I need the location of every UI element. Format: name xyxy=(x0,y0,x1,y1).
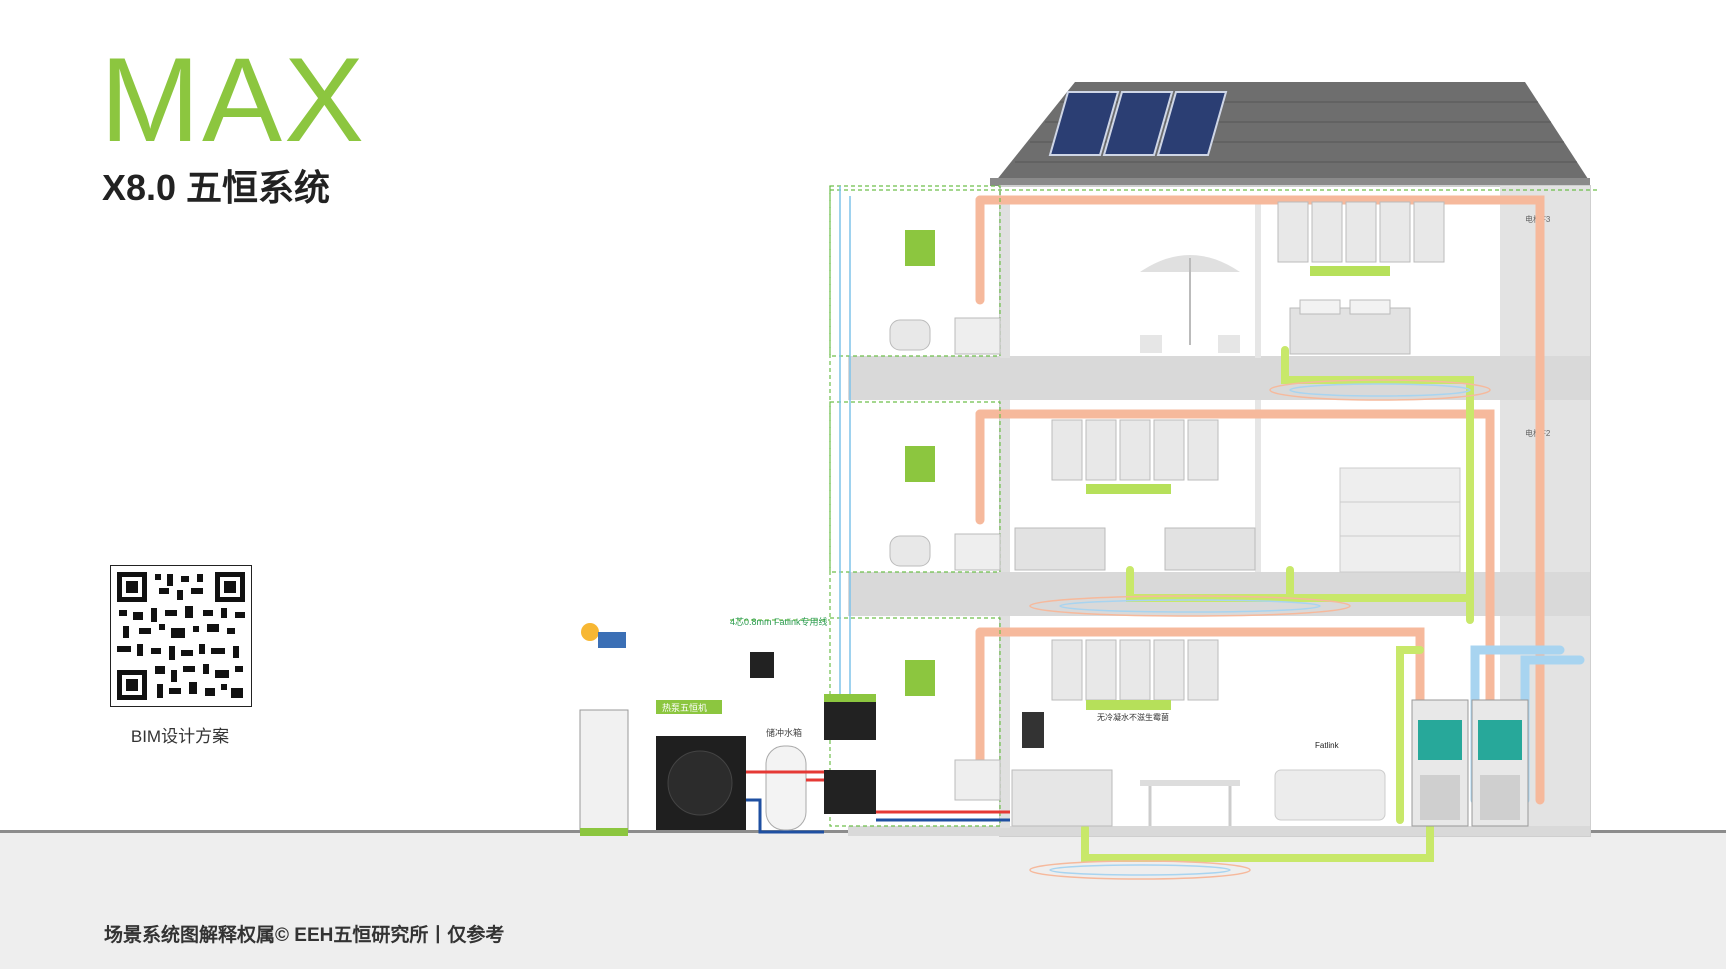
fresh-air-unit-1 xyxy=(1411,699,1469,827)
fatlink-brand-label: Fatlink xyxy=(1315,741,1340,750)
radiant-panels-f2 xyxy=(1051,419,1219,481)
radiant-panels-f1 xyxy=(1051,639,1219,701)
floor-coils xyxy=(1029,379,1491,880)
fresh-air-unit-2 xyxy=(1471,699,1529,827)
no-condensation-label: 无冷凝水不滋生霉菌 xyxy=(1097,712,1169,722)
qr-caption: BIM设计方案 xyxy=(130,727,230,746)
bathroom-f3 xyxy=(889,230,1001,355)
distribution-box-bottom xyxy=(824,770,876,814)
water-tank-label: 储冲水箱 xyxy=(766,727,802,738)
qr-code[interactable] xyxy=(110,565,252,707)
beds-f2 xyxy=(1014,527,1256,571)
heat-pump-label: 热泵五恒机 xyxy=(662,702,707,713)
dining-f1 xyxy=(1140,780,1240,826)
sofa-f1 xyxy=(1274,769,1386,821)
water-tank xyxy=(765,745,807,831)
system-subtitle: X8.0 五恒系统 xyxy=(102,167,331,208)
footer-credit: 场景系统图解释权属© EEH五恒研究所丨仅参考 xyxy=(104,925,505,946)
bathroom-f2 xyxy=(889,446,1001,571)
radiant-panels-f3 xyxy=(1277,201,1445,263)
brand-title: MAX xyxy=(100,33,367,167)
distribution-box-top xyxy=(824,694,876,740)
bathroom-f1 xyxy=(905,660,1001,801)
kitchen-f1 xyxy=(1011,712,1113,827)
fatlink-cable-label: 4芯0.8mm Fatlink专用线 xyxy=(730,616,828,627)
outdoor-pipes xyxy=(746,770,1010,834)
bookshelf-f2 xyxy=(1339,467,1461,573)
solar-sun-icon xyxy=(581,623,626,648)
patio-umbrella-icon xyxy=(1140,255,1240,353)
signal-trunk xyxy=(839,186,851,720)
qr-code-icon xyxy=(111,566,251,706)
feature-chips xyxy=(1086,266,1390,710)
battery-cabinet xyxy=(579,709,629,836)
ground xyxy=(0,830,1726,969)
solar-panels-icon xyxy=(1048,91,1228,156)
bed-f3 xyxy=(1289,299,1411,355)
fatlink-hub-icon xyxy=(750,652,774,678)
heat-pump-unit xyxy=(656,700,746,830)
